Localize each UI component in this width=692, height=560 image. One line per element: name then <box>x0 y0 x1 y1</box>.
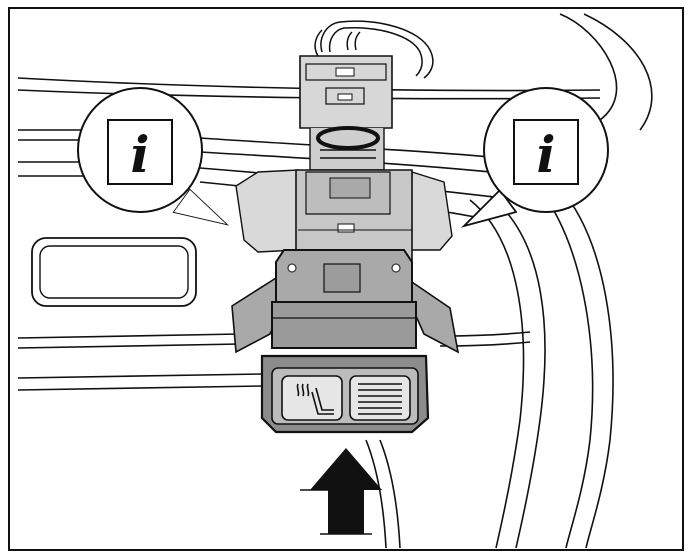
info-glyph: i <box>537 125 556 184</box>
info-glyph: i <box>131 125 150 184</box>
switch-housing-ghost <box>235 169 453 263</box>
seat-heater-icon <box>296 383 334 415</box>
recessed-panel <box>31 237 197 307</box>
seat-heater-switch <box>260 249 430 434</box>
upper-connector <box>299 55 393 171</box>
info-callout-left: i <box>77 87 230 226</box>
heater-indicator-lines <box>358 383 402 415</box>
up-arrow-icon <box>300 448 382 535</box>
info-icon <box>513 119 579 185</box>
heater-button <box>349 375 411 421</box>
info-icon <box>107 119 173 185</box>
wire-harness <box>314 20 434 79</box>
info-callout-right: i <box>460 87 609 228</box>
